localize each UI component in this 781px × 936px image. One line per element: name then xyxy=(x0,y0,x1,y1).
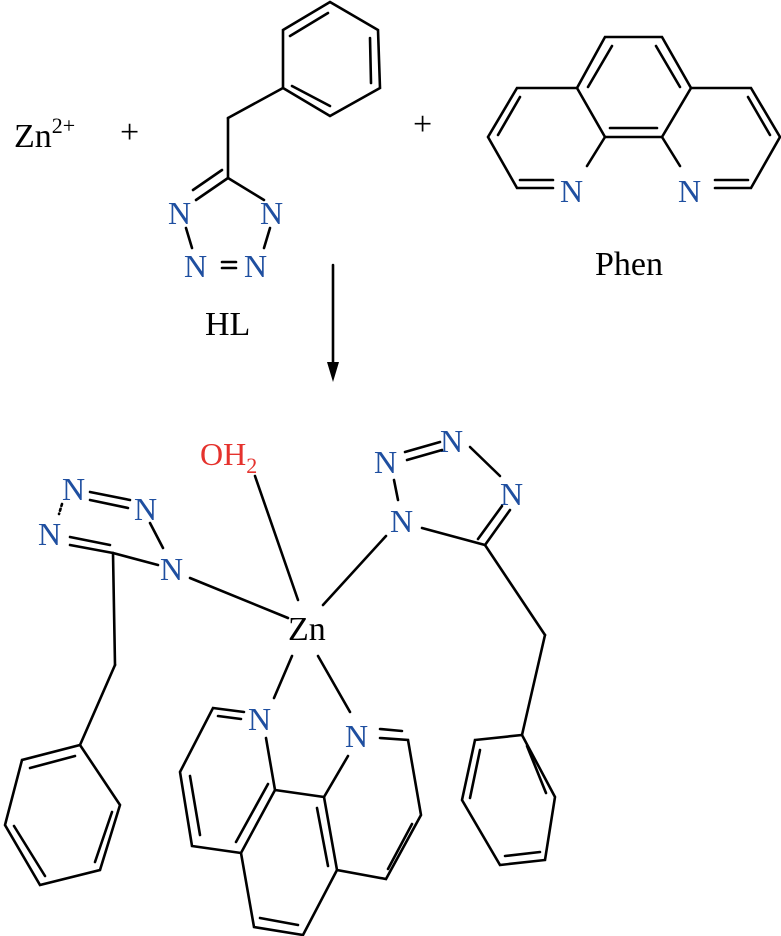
bond xyxy=(586,44,614,89)
bond xyxy=(216,714,243,721)
bond xyxy=(575,35,693,139)
bond xyxy=(194,176,230,202)
bond xyxy=(57,502,64,516)
bond xyxy=(234,782,270,844)
bond xyxy=(476,504,504,541)
nitrogen-atom: N xyxy=(38,516,61,552)
bond xyxy=(392,478,400,502)
plus-sign: + xyxy=(120,114,139,151)
water-ligand: OH2 xyxy=(200,436,257,478)
bond xyxy=(226,86,285,120)
bond xyxy=(290,84,332,108)
label: Zn xyxy=(14,118,52,155)
zinc-center: Zn xyxy=(288,611,326,648)
bond xyxy=(386,822,414,871)
nitrogen-atom: N xyxy=(248,701,271,737)
benzene-ring xyxy=(281,0,382,118)
bond xyxy=(689,86,781,190)
hl-label: HL xyxy=(205,306,250,343)
bond xyxy=(746,95,772,137)
bond xyxy=(316,654,352,714)
nitrogen-atom: N xyxy=(440,423,463,459)
label: 2+ xyxy=(52,113,75,138)
bond xyxy=(525,744,548,795)
zinc-ion-label: Zn2+ xyxy=(14,113,75,155)
nitrogen-atom: N xyxy=(374,444,397,480)
bond xyxy=(111,551,160,567)
bond xyxy=(258,916,300,927)
bond xyxy=(486,86,579,190)
reaction-arrow xyxy=(327,263,339,382)
nitrogen-atom: N xyxy=(184,248,207,284)
bond xyxy=(321,534,388,607)
zinc-complex: Zn OH2 N N N N N N N N N xyxy=(3,423,557,936)
nitrogen-atom: N xyxy=(560,173,583,209)
bond xyxy=(68,535,112,547)
nitrogen-atom: N xyxy=(390,503,413,539)
bond xyxy=(585,135,607,168)
bond xyxy=(262,226,272,250)
bond xyxy=(148,521,165,550)
bond xyxy=(188,774,202,837)
bond xyxy=(378,727,404,733)
bond xyxy=(496,95,522,137)
hl-ligand: N N N N HL xyxy=(168,0,382,343)
bond xyxy=(520,633,547,737)
nitrogen-atom: N xyxy=(500,476,523,512)
bond xyxy=(239,851,339,936)
bond xyxy=(12,824,47,878)
bond xyxy=(68,543,115,555)
bond xyxy=(315,806,330,868)
label: OH xyxy=(200,436,246,472)
bond xyxy=(327,362,339,382)
bond xyxy=(93,810,114,864)
bond xyxy=(654,44,682,89)
phen-ligand: N N Phen xyxy=(486,35,781,283)
bond xyxy=(88,498,130,510)
bond xyxy=(468,748,482,800)
bond xyxy=(184,226,194,250)
bond xyxy=(28,754,77,770)
nitrogen-atom: N xyxy=(260,195,283,231)
bond xyxy=(88,490,132,502)
bond xyxy=(483,543,547,637)
bond xyxy=(420,526,487,547)
label: 2 xyxy=(246,453,257,478)
bond xyxy=(660,135,682,168)
phen-label: Phen xyxy=(595,246,663,283)
bond xyxy=(272,654,294,700)
bond xyxy=(368,36,373,85)
bond xyxy=(403,440,442,454)
bond xyxy=(503,850,542,858)
bond xyxy=(78,663,117,747)
bond xyxy=(468,445,502,478)
bond xyxy=(288,11,330,38)
nitrogen-atom: N xyxy=(62,471,85,507)
nitrogen-atom: N xyxy=(244,248,267,284)
nitrogen-atom: N xyxy=(345,718,368,754)
nitrogen-atom: N xyxy=(678,173,701,209)
bond xyxy=(178,706,423,881)
bond xyxy=(483,508,512,547)
bond xyxy=(111,551,117,667)
nitrogen-atom: N xyxy=(134,491,157,527)
nitrogen-atom: N xyxy=(168,195,191,231)
bond xyxy=(3,743,122,887)
nitrogen-atom: N xyxy=(160,551,183,587)
bond xyxy=(460,733,557,867)
bond xyxy=(264,736,277,792)
bond xyxy=(191,168,224,192)
plus-sign: + xyxy=(413,106,432,143)
bond xyxy=(188,576,290,620)
bond xyxy=(322,754,350,799)
bond xyxy=(226,176,266,202)
bond xyxy=(253,474,300,602)
bond xyxy=(405,448,444,462)
